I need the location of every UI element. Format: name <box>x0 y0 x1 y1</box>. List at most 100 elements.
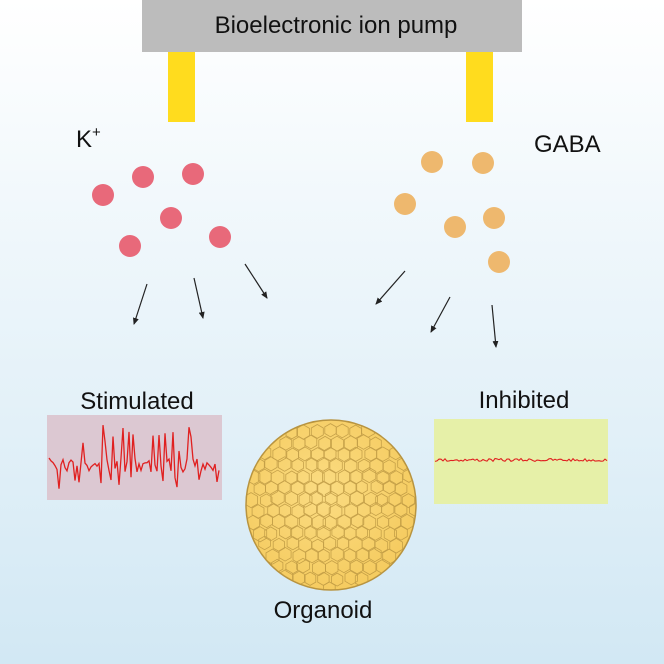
gaba-label: GABA <box>534 131 601 158</box>
potassium-ion <box>209 226 231 248</box>
stimulated-trace <box>48 425 220 489</box>
arrow <box>244 263 268 299</box>
organoid-cell <box>349 446 363 462</box>
organoid-cell <box>389 470 403 486</box>
organoid-cell <box>265 480 278 496</box>
organoid-cell <box>331 572 344 587</box>
organoid-cell <box>246 492 258 509</box>
organoid-label: Organoid <box>274 597 373 624</box>
potassium-ion <box>119 235 141 257</box>
organoid-cell <box>356 547 370 563</box>
organoid-cell <box>286 536 299 551</box>
organoid-cell <box>394 502 408 518</box>
organoid-cell <box>369 457 384 474</box>
organoid-cell <box>324 423 337 438</box>
organoid-cell <box>316 456 330 472</box>
organoid-cell <box>299 514 312 529</box>
potassium-ion <box>92 184 114 206</box>
gaba-molecule <box>394 193 416 215</box>
organoid-cell <box>317 548 330 563</box>
arrow <box>133 283 148 325</box>
organoid-cell <box>303 501 317 517</box>
organoid-cell <box>264 456 278 472</box>
organoid-cell <box>394 525 408 541</box>
organoid-cell <box>272 446 287 463</box>
organoid-cell <box>304 525 317 540</box>
organoid-cell <box>356 434 371 450</box>
gaba-molecule <box>421 151 443 173</box>
organoid-cell <box>389 537 403 554</box>
organoid-cell <box>394 481 408 496</box>
organoid-cell <box>331 524 345 540</box>
arrow <box>491 304 499 348</box>
organoid-cell <box>323 536 337 551</box>
organoid-cell <box>349 559 363 575</box>
organoid-cell <box>322 469 337 486</box>
organoid-cell <box>335 423 349 439</box>
potassium-charge: + <box>92 124 101 141</box>
potassium-ion <box>160 207 182 229</box>
organoid-cell <box>337 558 351 574</box>
arrow <box>430 296 451 333</box>
organoid-cell <box>323 446 337 462</box>
potassium-label: K+ <box>76 124 101 153</box>
organoid-cell <box>290 525 304 540</box>
flow-arrows <box>133 263 499 348</box>
organoid-cell <box>330 435 344 452</box>
potassium-ion <box>182 163 204 185</box>
organoid-cell <box>296 469 310 485</box>
organoid-cell <box>324 490 338 506</box>
organoid-cell <box>296 557 310 574</box>
organoid-cell <box>382 548 397 565</box>
gaba-molecule <box>488 251 510 273</box>
potassium-ion <box>132 166 154 188</box>
organoid-cell <box>311 514 326 531</box>
gaba-molecule <box>483 207 505 229</box>
organoid-cell <box>382 459 396 474</box>
organoid-cell <box>304 434 318 450</box>
organoid-cell <box>355 480 368 495</box>
organoid-cell <box>305 457 319 472</box>
organoid-cell <box>257 468 272 485</box>
organoid-cell <box>277 456 292 472</box>
gaba-molecule <box>444 216 466 238</box>
arrow <box>375 270 406 305</box>
organoid-cell <box>278 546 292 562</box>
organoid-cell <box>322 515 337 532</box>
left-electrode <box>168 52 195 122</box>
gaba-molecule <box>472 152 494 174</box>
inhibited-trace-panel <box>434 419 608 504</box>
organoid-cell <box>285 470 299 486</box>
organoid-cell <box>284 490 298 507</box>
organoid-cell <box>310 424 324 439</box>
organoid-cell <box>304 571 317 586</box>
organoid-cell <box>401 493 415 509</box>
organoid-cells <box>246 421 416 590</box>
organoid-cell <box>329 457 343 474</box>
organoid-cell <box>323 581 336 590</box>
ion-pump-bar <box>142 0 522 52</box>
organoid-cell <box>304 480 318 496</box>
organoid-cell <box>330 546 344 562</box>
organoid-cell <box>368 546 382 563</box>
organoid-cell <box>355 525 368 540</box>
organoid-cell <box>336 492 350 508</box>
organoid-cell <box>305 547 319 564</box>
organoid-cell <box>363 559 377 576</box>
organoid-cell <box>317 480 332 498</box>
organoid-cell <box>258 535 271 551</box>
potassium-ions <box>92 163 231 257</box>
organoid-cell <box>298 491 313 508</box>
organoid-cell <box>311 469 325 485</box>
organoid-cell <box>278 503 291 518</box>
organoid-cell <box>270 489 285 506</box>
organoid-cell <box>318 435 332 452</box>
organoid-cell <box>285 560 298 575</box>
organoid-cell <box>376 446 390 462</box>
organoid-cell <box>351 513 365 529</box>
organoid-cell <box>383 479 396 495</box>
organoid-cell <box>381 501 395 517</box>
organoid-cell <box>316 501 331 518</box>
arrow <box>193 277 205 319</box>
